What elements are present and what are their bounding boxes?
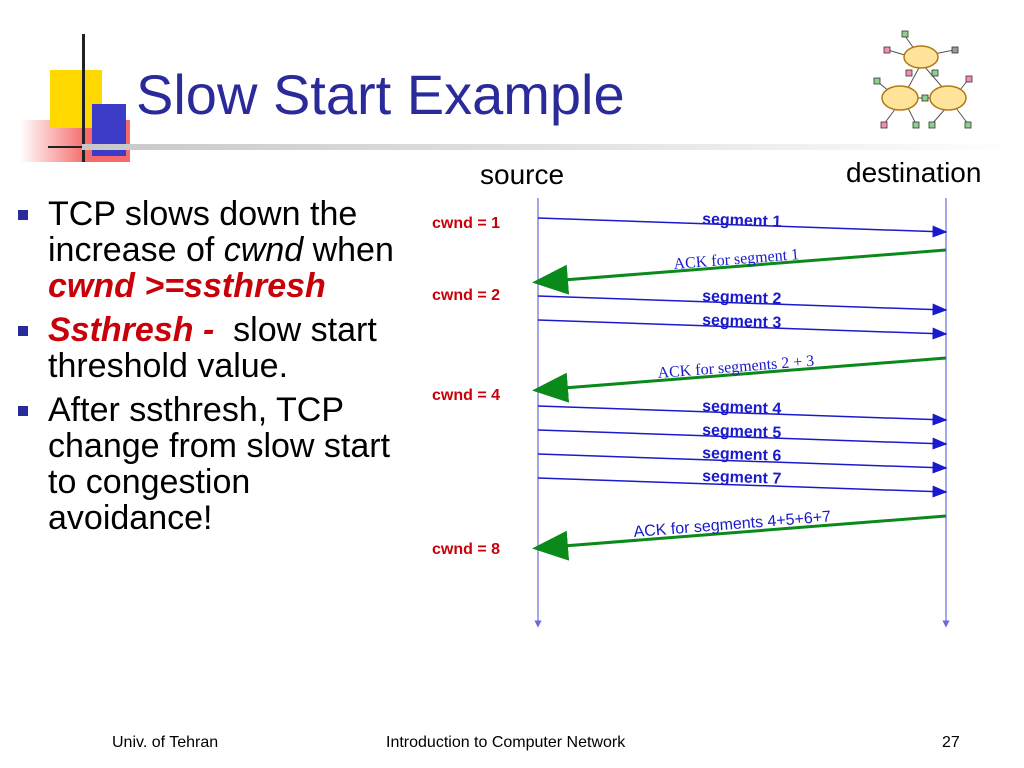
page-number: 27 <box>942 734 960 751</box>
bullet-square-icon <box>18 326 28 336</box>
bullet-text: slow start threshold value. <box>48 311 377 385</box>
bullet-list: TCP slows down the increase of cwnd when… <box>18 196 418 544</box>
segment-arrow <box>537 295 948 316</box>
cwnd-label: cwnd = 1 <box>432 215 500 232</box>
footer-left: Univ. of Tehran <box>112 734 219 751</box>
segment-label: segment 4 <box>702 398 782 418</box>
bullet-item: TCP slows down the increase of cwnd when… <box>18 196 418 304</box>
bullet-text: After ssthresh, TCP change from slow sta… <box>48 391 391 537</box>
cwnd-label: cwnd = 8 <box>432 541 500 558</box>
decor-vertical-line <box>82 34 85 162</box>
slow-start-diagram: source destination cwnd = 1 cwnd = 2 cwn… <box>432 157 981 628</box>
segment-arrow <box>537 477 948 498</box>
bullet-square-icon <box>18 210 28 220</box>
cwnd-label: cwnd = 4 <box>432 387 500 404</box>
bullet-text-cwnd: cwnd <box>223 231 304 269</box>
title-underline <box>82 144 1022 150</box>
footer-center: Introduction to Computer Network <box>386 734 626 751</box>
bullet-text-emphasis: cwnd >=ssthresh <box>48 267 326 305</box>
segment-label: segment 1 <box>702 211 782 231</box>
segment-arrow <box>537 453 948 474</box>
segment-label: segment 6 <box>702 445 782 465</box>
bullet-text: TCP slows down the increase of <box>48 195 358 269</box>
segment-label: segment 5 <box>702 422 782 442</box>
cwnd-label: cwnd = 2 <box>432 287 500 304</box>
source-label: source <box>480 159 564 190</box>
bullet-text-emphasis: Ssthresh - <box>48 311 234 349</box>
segment-arrow <box>537 429 948 450</box>
ack-arrow <box>532 514 947 561</box>
destination-label: destination <box>846 157 981 188</box>
segment-arrow <box>537 405 948 426</box>
segment-arrow <box>537 217 948 238</box>
ack-label: ACK for segments 2 + 3 <box>657 353 815 382</box>
ack-arrow <box>532 356 947 403</box>
segment-label: segment 3 <box>702 312 782 332</box>
ack-label: ACK for segment 1 <box>673 246 800 273</box>
bullet-square-icon <box>18 406 28 416</box>
bullet-text: when <box>303 231 394 269</box>
segment-label: segment 2 <box>702 288 782 308</box>
bullet-item: Ssthresh - slow start threshold value. <box>18 312 418 384</box>
segment-arrow <box>537 319 948 340</box>
segment-label: segment 7 <box>702 468 782 488</box>
ack-label: ACK for segments 4+5+6+7 <box>633 509 832 541</box>
ack-arrow <box>532 248 947 295</box>
network-clouds-icon <box>873 30 973 129</box>
page-title: Slow Start Example <box>136 63 625 126</box>
bullet-item: After ssthresh, TCP change from slow sta… <box>18 392 418 536</box>
